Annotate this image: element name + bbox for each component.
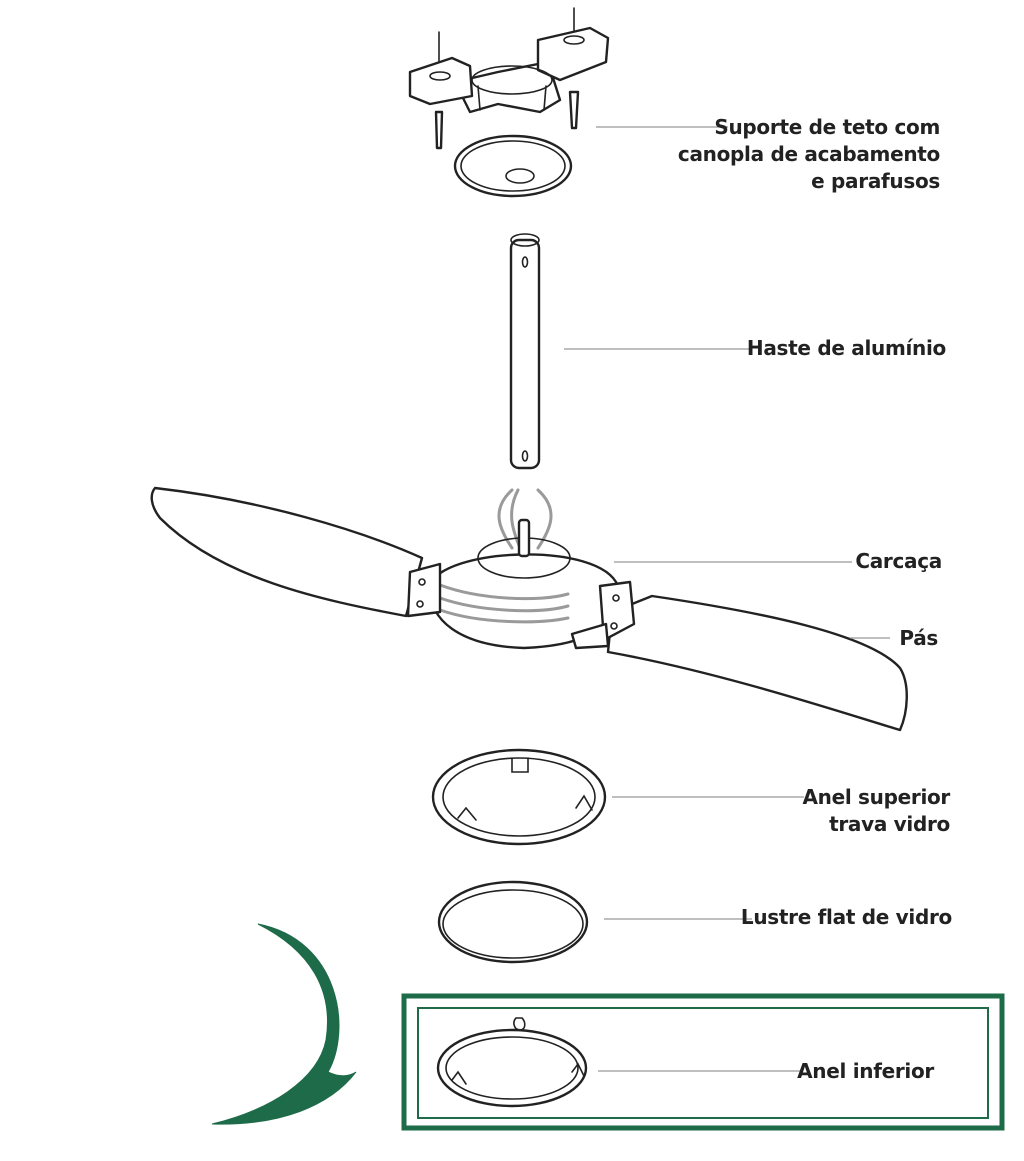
label-anel-superior: Anel superior trava vidro (802, 784, 950, 838)
blades-drawing (150, 486, 908, 732)
label-suporte-line-2: canopla de acabamento (677, 142, 940, 166)
green-crescent-logo (211, 923, 357, 1125)
ceiling-bracket-drawing (408, 7, 610, 198)
lower-ring-drawing (436, 1017, 588, 1108)
label-lustre: Lustre flat de vidro (741, 904, 952, 931)
label-anel-inferior: Anel inferior (797, 1058, 934, 1085)
label-pas-line-1: Pás (899, 626, 938, 650)
label-carcaca: Carcaça (855, 548, 942, 575)
label-suporte-line-3: e parafusos (811, 169, 940, 193)
upper-ring-drawing (431, 748, 607, 846)
housing-drawing (428, 488, 620, 650)
label-haste-line-1: Haste de alumínio (746, 336, 946, 360)
label-haste: Haste de alumínio (747, 335, 946, 362)
lower-ring-frame (401, 993, 1005, 1131)
label-suporte-line-1: Suporte de teto com (714, 115, 940, 139)
label-carcaca-line-1: Carcaça (855, 549, 942, 573)
glass-shade-drawing (437, 880, 589, 964)
label-anel-superior-line-1: Anel superior (802, 785, 950, 809)
label-anel-superior-line-2: trava vidro (829, 812, 950, 836)
label-lustre-line-1: Lustre flat de vidro (740, 905, 952, 929)
label-anel-inferior-line-1: Anel inferior (797, 1059, 934, 1083)
label-suporte: Suporte de teto com canopla de acabament… (678, 114, 940, 195)
rod-drawing (509, 233, 541, 470)
label-pas: Pás (899, 625, 938, 652)
